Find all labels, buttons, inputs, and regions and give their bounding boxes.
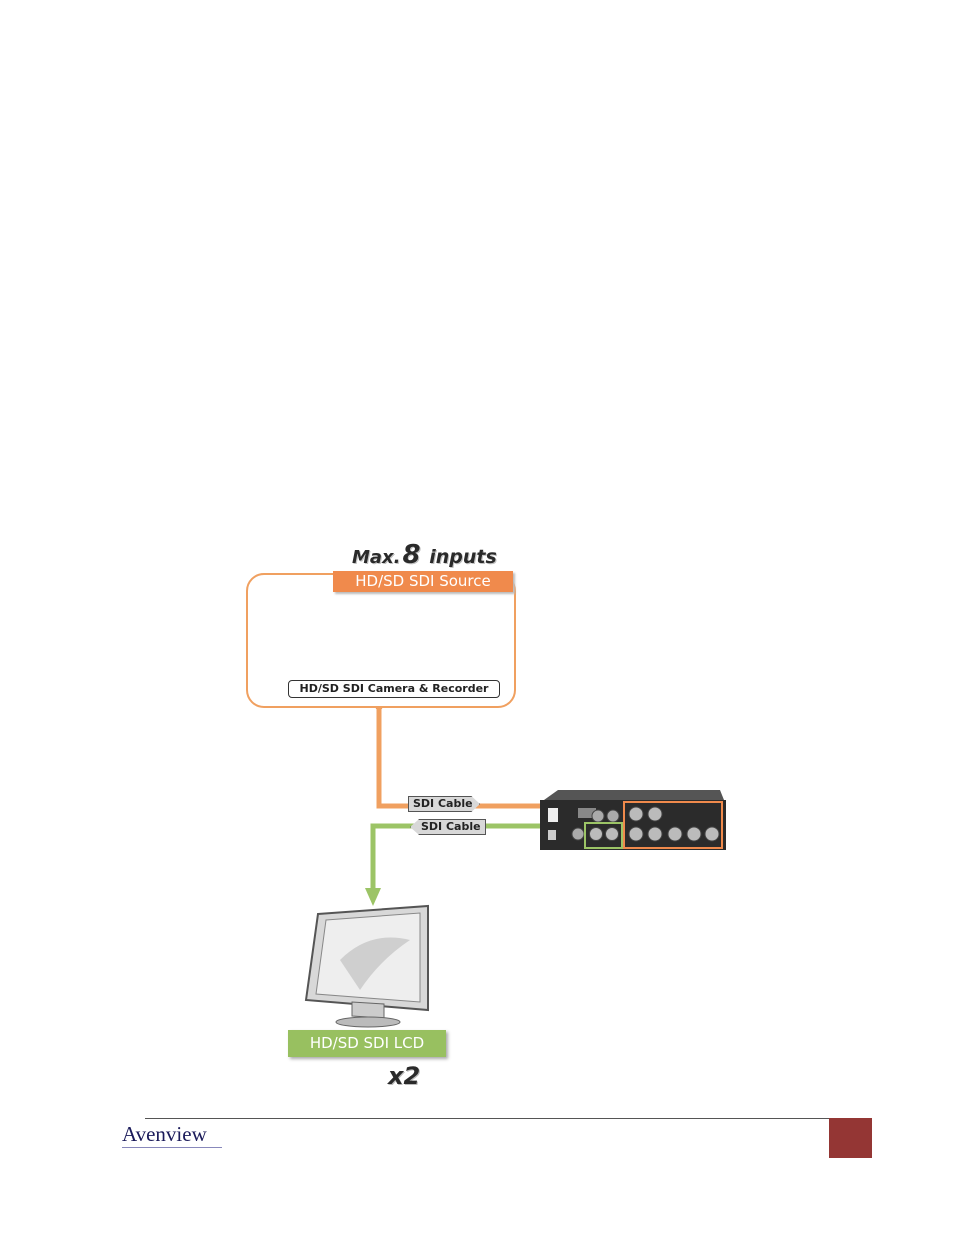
input-bnc-port-icon <box>648 807 662 821</box>
sdi-switcher-device <box>540 790 726 850</box>
bnc-port-icon <box>572 828 584 840</box>
cable-in-label: SDI Cable <box>410 819 486 835</box>
power-switch-icon <box>548 808 558 822</box>
input-bnc-port-icon <box>705 827 719 841</box>
output-bnc-port-icon <box>606 828 619 841</box>
bnc-port-icon <box>592 810 604 822</box>
lcd-count: x2 <box>388 1062 428 1090</box>
avenview-logo: Avenview <box>122 1123 222 1148</box>
input-bnc-port-icon <box>648 827 662 841</box>
max-inputs-title: Max.8 inputs <box>352 540 522 570</box>
footer-divider <box>145 1118 831 1119</box>
input-bnc-port-icon <box>687 827 701 841</box>
input-bnc-port-icon <box>629 827 643 841</box>
page-number-box <box>829 1118 872 1158</box>
input-bnc-port-icon <box>668 827 682 841</box>
source-device-caption: HD/SD SDI Camera & Recorder <box>288 680 500 698</box>
lcd-monitor-icon <box>306 906 428 1027</box>
output-cable-arrow <box>365 888 381 906</box>
lcd-label: HD/SD SDI LCD <box>288 1030 446 1057</box>
bnc-port-icon <box>607 810 619 822</box>
cable-out-label: SDI Cable <box>408 796 480 812</box>
input-bnc-port-icon <box>629 807 643 821</box>
source-label: HD/SD SDI Source <box>333 571 513 592</box>
output-bnc-port-icon <box>590 828 603 841</box>
power-jack-icon <box>548 830 556 840</box>
